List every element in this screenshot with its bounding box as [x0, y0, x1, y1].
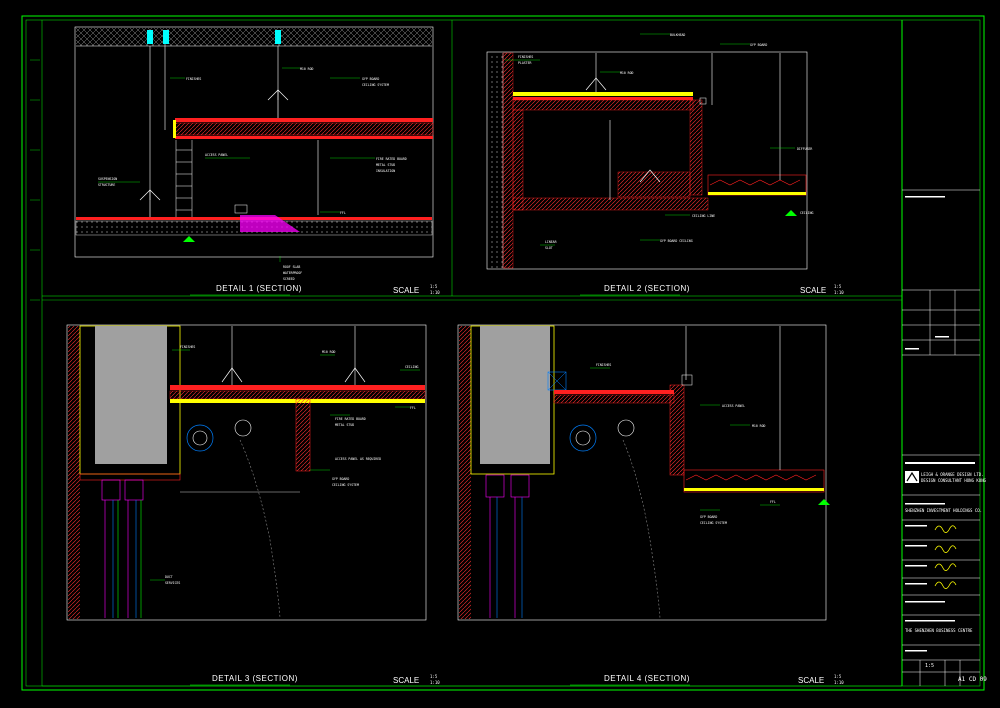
svg-text:ACCESS PANEL: ACCESS PANEL: [722, 404, 745, 408]
svg-text:M10 ROD: M10 ROD: [752, 424, 766, 428]
svg-text:SLOT: SLOT: [545, 246, 553, 250]
company-name-line-2: DESIGN CONSULTANT HONG KONG: [921, 478, 987, 483]
svg-text:ROOF SLAB: ROOF SLAB: [283, 265, 300, 269]
project-name: THE SHENZHEN BUSINESS CENTRE: [905, 628, 973, 633]
svg-text:CEILING SYSTEM: CEILING SYSTEM: [700, 521, 727, 525]
detail-2-drawing: FINISHES PLASTER M10 ROD BULKHEAD GYP BOAR…: [486, 33, 814, 270]
detail-2-title: DETAIL 2 (SECTION): [604, 284, 690, 293]
svg-text:DIFFUSER: DIFFUSER: [797, 147, 812, 151]
svg-text:LINEAR: LINEAR: [545, 240, 557, 244]
company-name-line-1: LEIGH & ORANGE DESIGN LTD.: [921, 472, 984, 477]
svg-text:M10 ROD: M10 ROD: [300, 67, 314, 71]
detail-4-scale: SCALE: [798, 676, 825, 685]
svg-text:FINISHES: FINISHES: [186, 77, 201, 81]
detail-4-ratio-b: 1:10: [834, 680, 844, 685]
detail-4-ratio-a: 1:5: [834, 674, 842, 679]
detail-3-ratio-a: 1:5: [430, 674, 438, 679]
detail-2-ratio-a: 1:5: [834, 284, 842, 289]
detail-title-lines: [190, 294, 690, 686]
detail-1-title: DETAIL 1 (SECTION): [216, 284, 302, 293]
svg-text:WATERPROOF: WATERPROOF: [283, 271, 302, 275]
svg-text:CEILING: CEILING: [800, 211, 814, 215]
svg-text:FFL: FFL: [410, 406, 416, 410]
signature-marks: [934, 525, 957, 589]
svg-text:SCREED: SCREED: [283, 277, 295, 281]
detail-3-scale: SCALE: [393, 676, 420, 685]
svg-text:CEILING SYSTEM: CEILING SYSTEM: [332, 483, 359, 487]
svg-text:BULKHEAD: BULKHEAD: [670, 33, 685, 37]
svg-text:FFL: FFL: [770, 500, 776, 504]
drawing-scale: 1:5: [925, 663, 935, 669]
svg-text:CEILING SYSTEM: CEILING SYSTEM: [362, 83, 389, 87]
svg-text:M10 ROD: M10 ROD: [620, 71, 634, 75]
detail-1-ratio-b: 1:10: [430, 290, 440, 295]
left-margin-marks: [30, 59, 40, 301]
svg-text:SERVICES: SERVICES: [165, 581, 180, 585]
svg-text:FINISHES: FINISHES: [596, 363, 611, 367]
title-block: [902, 189, 980, 686]
detail-2-ratio-b: 1:10: [834, 290, 844, 295]
svg-text:DUCT: DUCT: [165, 575, 173, 579]
svg-text:METAL STUD: METAL STUD: [335, 423, 354, 427]
svg-text:SUSPENSION: SUSPENSION: [98, 177, 117, 181]
svg-text:M10 ROD: M10 ROD: [322, 350, 336, 354]
svg-text:STRUCTURE: STRUCTURE: [98, 183, 115, 187]
svg-text:ACCESS PANEL AS REQUIRED: ACCESS PANEL AS REQUIRED: [335, 457, 381, 461]
svg-text:CEILING LINE: CEILING LINE: [692, 214, 715, 218]
sheet-border: [21, 15, 985, 691]
detail-1-ratio-a: 1:5: [430, 284, 438, 289]
detail-4-title: DETAIL 4 (SECTION): [604, 674, 690, 683]
sheet-number: A1 CD 09: [958, 676, 987, 683]
detail-4-drawing: FINISHES ACCESS PANEL M10 ROD GYP BOARD CE…: [457, 324, 830, 621]
client-name: SHENZHEN INVESTMENT HOLDINGS CO.: [905, 508, 983, 513]
title-block-text-marks: [905, 196, 975, 652]
svg-text:CEILING: CEILING: [405, 365, 419, 369]
detail-1-scale: SCALE: [393, 286, 420, 295]
detail-2-scale: SCALE: [800, 286, 827, 295]
svg-text:PLASTER: PLASTER: [518, 61, 532, 65]
detail-3-ratio-b: 1:10: [430, 680, 440, 685]
svg-text:GYP BOARD: GYP BOARD: [700, 515, 717, 519]
svg-text:FFL: FFL: [340, 211, 346, 215]
svg-text:GYP BOARD: GYP BOARD: [750, 43, 767, 47]
company-logo: [905, 471, 919, 483]
detail-3-title: DETAIL 3 (SECTION): [212, 674, 298, 683]
svg-text:FINISHES: FINISHES: [180, 345, 195, 349]
svg-text:GYP BOARD CEILING: GYP BOARD CEILING: [660, 239, 693, 243]
svg-text:FIRE RATED BOARD: FIRE RATED BOARD: [376, 157, 407, 161]
svg-text:GYP BOARD: GYP BOARD: [332, 477, 349, 481]
svg-text:METAL STUD: METAL STUD: [376, 163, 395, 167]
svg-text:FINISHES: FINISHES: [518, 55, 533, 59]
svg-text:ACCESS PANEL: ACCESS PANEL: [205, 153, 228, 157]
svg-text:FIRE RATED BOARD: FIRE RATED BOARD: [335, 417, 366, 421]
svg-text:INSULATION: INSULATION: [376, 169, 395, 173]
svg-text:GYP BOARD: GYP BOARD: [362, 77, 379, 81]
